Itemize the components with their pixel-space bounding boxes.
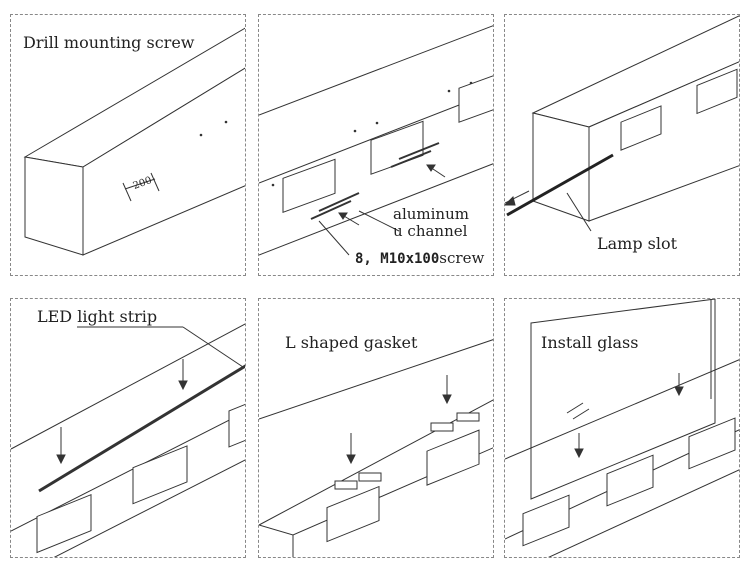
screw-spec: 8, M10x100: [355, 251, 440, 267]
led-strip-drawing: [11, 323, 245, 557]
step-1-panel: Drill mounting screw 200: [10, 14, 246, 276]
channel-label-line1: aluminum: [393, 205, 469, 223]
install-glass-drawing: [505, 299, 739, 557]
step-3-panel: Lamp slot: [504, 14, 740, 276]
step-5-panel: L shaped gasket: [258, 298, 494, 558]
step-6-panel: Install glass: [504, 298, 740, 558]
beam-drawing: [23, 27, 245, 256]
step-2-panel: aluminum u channel 8, M10x100screw: [258, 14, 494, 276]
lamp-slot-drawing: [505, 15, 739, 232]
channel-mount-drawing: [259, 25, 493, 256]
screw-label: 8, M10x100screw: [355, 249, 484, 267]
step-6-caption: Install glass: [541, 333, 639, 352]
step-1-caption: Drill mounting screw: [23, 33, 195, 52]
step-4-panel: LED light strip: [10, 298, 246, 558]
channel-label-line2: u channel: [393, 222, 468, 240]
step-4-caption: LED light strip: [37, 307, 158, 326]
step-3-caption: Lamp slot: [597, 234, 678, 253]
gasket-drawing: [259, 339, 493, 557]
screw-word: screw: [439, 249, 485, 267]
step-5-caption: L shaped gasket: [285, 333, 418, 352]
